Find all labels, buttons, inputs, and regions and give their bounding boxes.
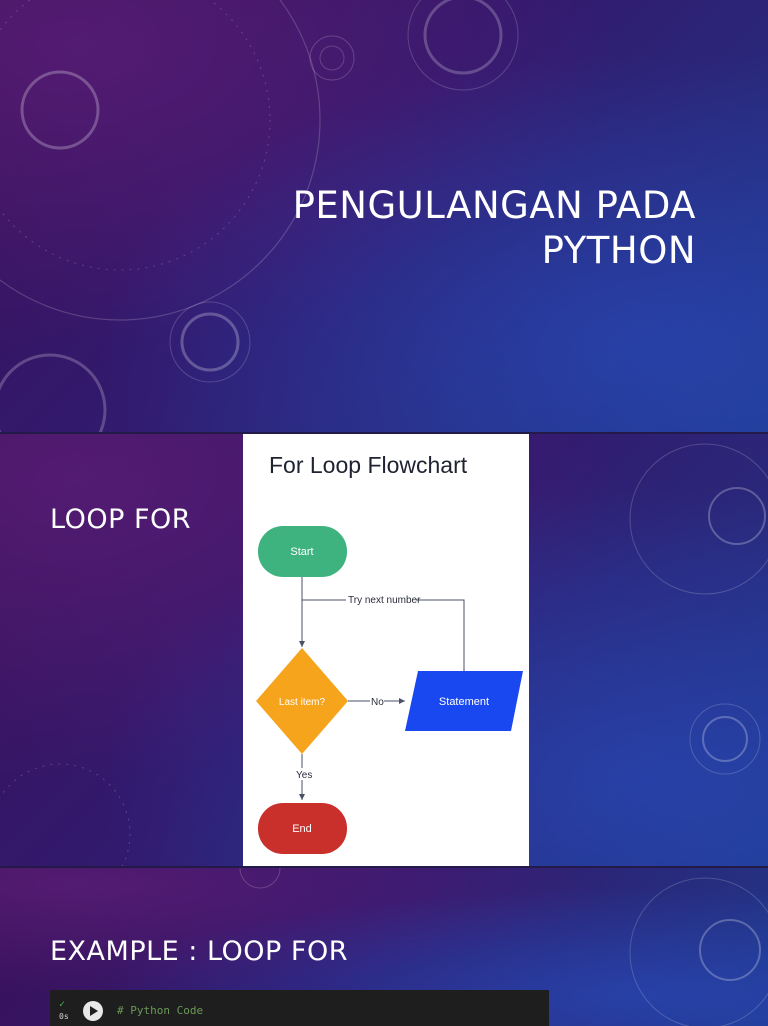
title-line-2: PYTHON — [541, 229, 696, 272]
decision-node-label: Last item? — [279, 697, 326, 708]
edge-label-no: No — [371, 697, 384, 708]
title-line-1: PENGULANGAN PADA — [292, 184, 696, 227]
check-icon: ✓ — [59, 999, 66, 1010]
end-node-label: End — [292, 823, 312, 835]
flowchart-diagram: Try next number No Yes Start Last item? … — [256, 526, 523, 854]
cell-run-status: ✓ 0s — [56, 999, 72, 1026]
start-node — [258, 526, 347, 577]
run-cell-button[interactable] — [83, 1001, 103, 1021]
statement-node — [405, 671, 523, 731]
flowchart-image: For Loop Flowchart Try next number No Ye… — [243, 434, 529, 866]
code-comment-line: # Python Code — [117, 1004, 204, 1017]
title-slide: PENGULANGAN PADA PYTHON — [0, 0, 768, 432]
loop-for-slide: LOOP FOR For Loop Flowchart Try next num… — [0, 432, 768, 866]
start-node-label: Start — [290, 546, 313, 558]
edge-label-try-next: Try next number — [348, 595, 421, 606]
slide-heading: LOOP FOR — [50, 504, 191, 535]
decision-node — [256, 648, 348, 754]
example-slide: EXAMPLE : LOOP FOR ✓ 0s # Python Code — [0, 866, 768, 1026]
end-node — [258, 803, 347, 854]
flowchart-title: For Loop Flowchart — [269, 452, 468, 478]
edge-label-yes: Yes — [296, 770, 312, 781]
presentation-title: PENGULANGAN PADA PYTHON — [293, 183, 696, 273]
execution-time: 0s — [59, 1012, 69, 1021]
slide-heading: EXAMPLE : LOOP FOR — [50, 936, 348, 967]
code-cell: ✓ 0s # Python Code — [50, 990, 549, 1026]
statement-node-label: Statement — [439, 696, 489, 708]
